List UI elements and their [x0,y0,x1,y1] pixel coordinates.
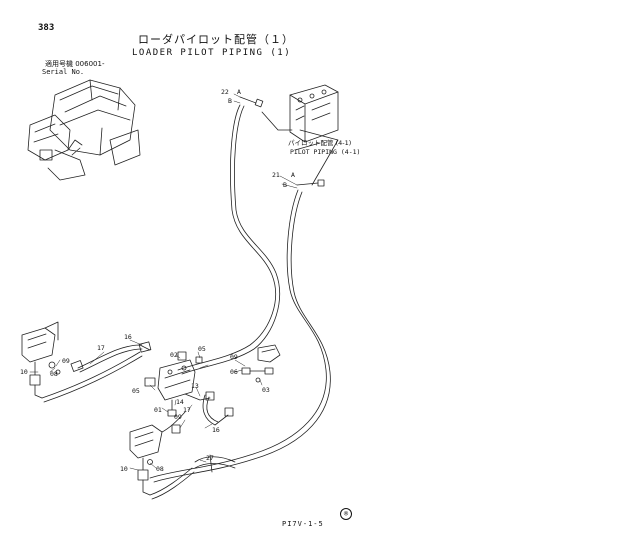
callout-pilot-piping: PILOT PIPING (4-1) [290,148,361,156]
hose-clamp-27 [194,454,236,473]
part-label-22: 22 [221,88,229,96]
part-label-b: B [228,97,232,105]
pilot-valve-lower [129,424,195,500]
part-label-09: 09 [230,353,238,361]
part-label-05: 05 [132,387,140,395]
part-label-27: 27 [206,454,214,462]
part-label-10: 10 [120,465,128,473]
part-label-17: 17 [97,344,105,352]
part-label-a: A [291,171,295,179]
hose-21 [149,179,331,483]
fitting-assembly-right [241,344,281,383]
hose-16-17 [70,341,152,373]
serial-label-japanese: 適用号機 006001- [45,60,105,68]
hose-lower [161,394,234,434]
revision-mark: ® [340,508,352,520]
leader-lines [29,93,298,471]
page-title: LOADER PILOT PIPING (1) [132,48,292,58]
part-label-01: 01 [154,406,162,414]
serial-label: Serial No. [42,68,85,76]
part-label-06: 06 [230,368,238,376]
part-label-09: 09 [62,357,70,365]
part-label-14: 14 [176,398,184,406]
pilot-valve-upper [21,321,143,403]
part-label-05: 05 [198,345,206,353]
part-label-16: 16 [124,333,132,341]
part-label-03: 03 [262,386,270,394]
part-label-13: 13 [191,382,199,390]
footer-code: PI7V-1-5 [282,520,324,528]
machine-overview-sketch [27,79,141,181]
part-label-08: 08 [156,465,164,473]
hose-22 [177,96,280,375]
part-label-17: 17 [183,406,191,414]
pilot-valve-block [289,84,339,143]
part-label-10: 10 [20,368,28,376]
part-label-08: 08 [50,370,58,378]
part-label-09: 09 [174,413,182,421]
callout-pilot-piping-japanese: パイロット配管 (4-1) [288,139,352,147]
page-number: 383 [38,23,55,33]
page-title-japanese: ローダパイロット配管（１） [138,33,294,46]
part-label-21: 21 [272,171,280,179]
part-label-b: B [283,181,287,189]
part-label-a: A [237,88,241,96]
central-valve-block [144,351,215,417]
part-label-16: 16 [212,426,220,434]
part-label-02: 02 [170,351,178,359]
